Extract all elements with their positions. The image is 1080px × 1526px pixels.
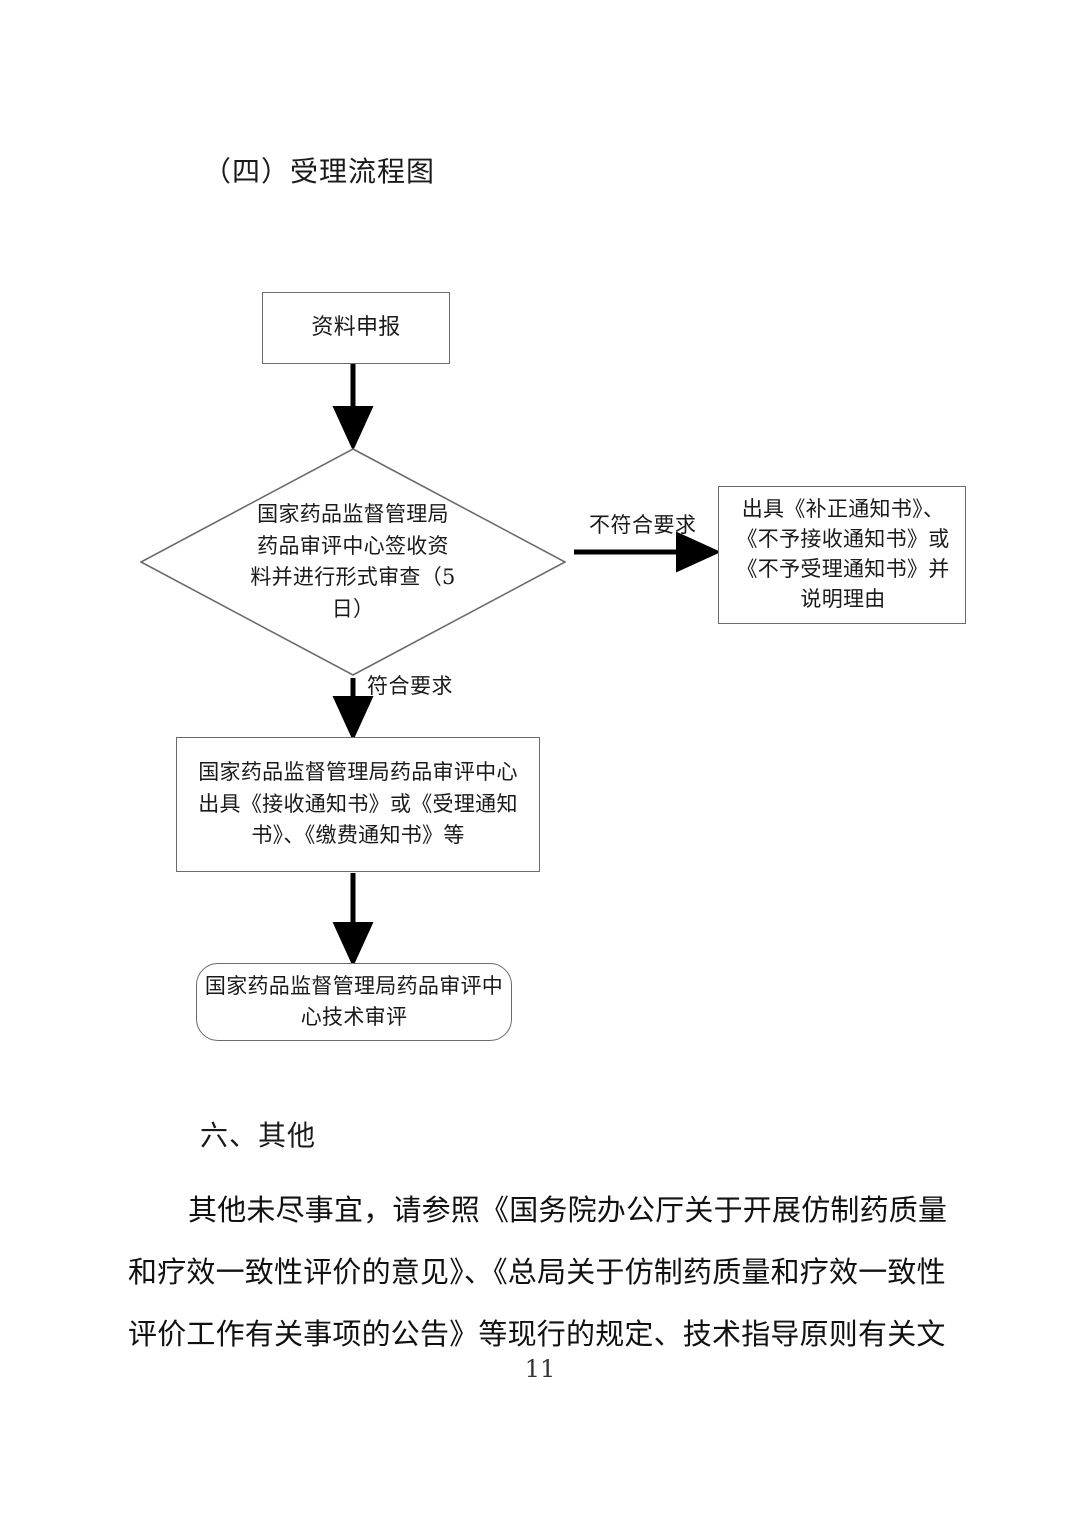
flow-node-rejection-notices[interactable]: 出具《补正通知书》、《不予接收通知书》或《不予受理通知书》并说明理由 bbox=[718, 486, 966, 624]
body-paragraph-line-3: 评价工作有关事项的公告》等现行的规定、技术指导原则有关文 bbox=[128, 1317, 946, 1351]
page-number: 11 bbox=[524, 1355, 556, 1383]
flow-node-technical-review[interactable]: 国家药品监督管理局药品审评中心技术审评 bbox=[196, 963, 512, 1041]
flow-node-label: 国家药品监督管理局药品审评中心出具《接收通知书》或《受理通知书》、《缴费通知书》… bbox=[198, 760, 518, 848]
edge-label-not-compliant: 不符合要求 bbox=[589, 513, 697, 537]
flow-node-acceptance-notices[interactable]: 国家药品监督管理局药品审评中心出具《接收通知书》或《受理通知书》、《缴费通知书》… bbox=[176, 737, 540, 872]
section-heading-acceptance-flowchart: （四）受理流程图 bbox=[203, 155, 436, 188]
acceptance-flowchart: 资料申报 国家药品监督管理局药品审评中心签收资料并进行形式审查（5日） 出具《补… bbox=[140, 292, 966, 1041]
flow-node-formal-review-decision[interactable]: 国家药品监督管理局药品审评中心签收资料并进行形式审查（5日） bbox=[140, 448, 566, 676]
diamond-shape bbox=[140, 448, 566, 676]
flow-node-label: 资料申报 bbox=[311, 315, 401, 341]
body-paragraph-line-2: 和疗效一致性评价的意见》、《总局关于仿制药质量和疗效一致性 bbox=[128, 1255, 946, 1289]
flow-node-material-submission[interactable]: 资料申报 bbox=[262, 292, 450, 364]
body-paragraph-line-1: 其他未尽事宜，请参照《国务院办公厅关于开展仿制药质量 bbox=[188, 1193, 948, 1227]
section-heading-other: 六、其他 bbox=[200, 1119, 317, 1152]
flow-node-label: 出具《补正通知书》、《不予接收通知书》或《不予受理通知书》并说明理由 bbox=[736, 497, 950, 611]
edge-label-compliant: 符合要求 bbox=[367, 674, 453, 698]
flow-node-label: 国家药品监督管理局药品审评中心技术审评 bbox=[204, 973, 504, 1030]
flow-node-label: 国家药品监督管理局药品审评中心签收资料并进行形式审查（5日） bbox=[250, 502, 456, 621]
